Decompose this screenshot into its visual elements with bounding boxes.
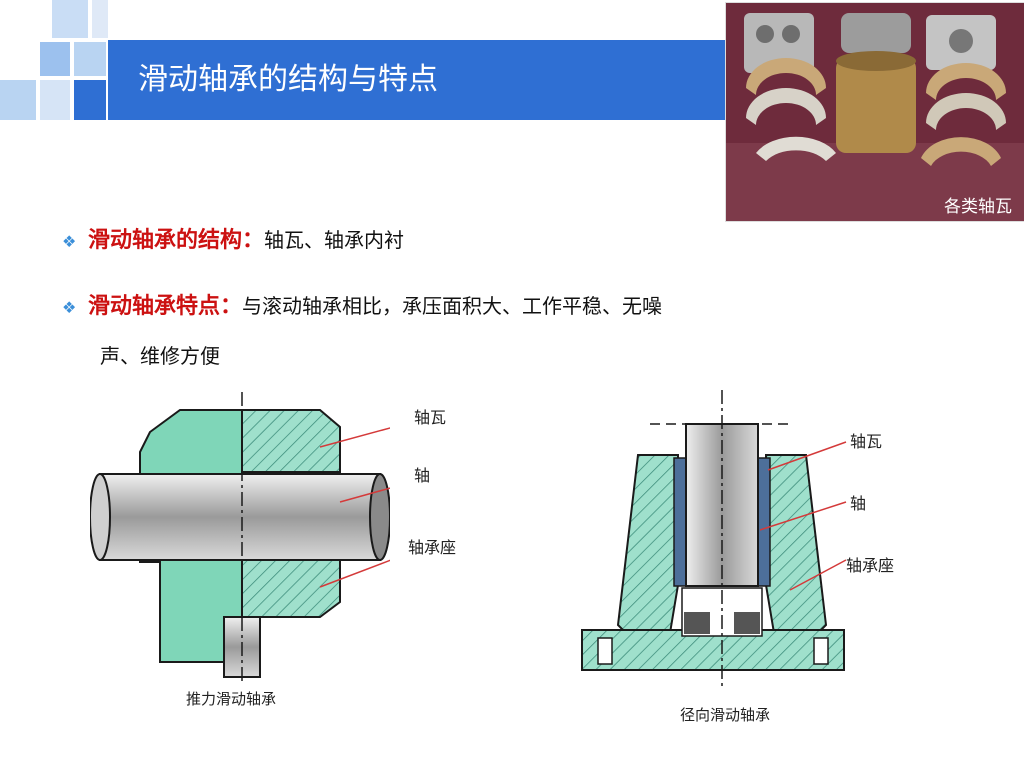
diamond-bullet-icon: ❖ [62,298,77,317]
bullet-body: 与滚动轴承相比，承压面积大、工作平稳、无噪 [242,294,663,318]
bullet-body-continuation: 声、维修方便 [100,344,220,368]
bearing-shells-illustration [726,3,1024,221]
right-label-housing: 轴承座 [846,556,895,575]
bullet-structure: ❖ 滑动轴承的结构：轴瓦、轴承内衬 [62,224,962,258]
bullet-body: 轴瓦、轴承内衬 [264,228,405,252]
left-diagram-caption: 推力滑动轴承 [186,690,277,708]
diamond-bullet-icon: ❖ [62,232,77,251]
right-label-bearing-shell: 轴瓦 [850,432,883,451]
bullet-label: 滑动轴承的结构： [88,228,265,253]
left-label-bearing-shell: 轴瓦 [414,408,447,427]
radial-bearing-diagram [581,390,847,686]
slide-title: 滑动轴承的结构与特点 [138,62,438,97]
decor-square [40,80,70,120]
left-label-shaft: 轴 [414,466,431,485]
decor-square [0,80,36,120]
bullet-label: 滑动轴承特点： [88,294,243,319]
decor-square [74,80,106,120]
decor-square [92,0,108,38]
left-label-housing: 轴承座 [408,538,457,557]
bearing-shells-photo: 各类轴瓦 [725,2,1024,222]
bullet-features: ❖ 滑动轴承特点：与滚动轴承相比，承压面积大、工作平稳、无噪 [62,290,962,324]
right-label-shaft: 轴 [850,494,867,513]
photo-caption: 各类轴瓦 [944,197,1012,217]
decor-square [40,42,70,76]
decor-square [52,0,88,38]
thrust-bearing-diagram [90,392,390,682]
decor-square [74,42,106,76]
right-diagram-caption: 径向滑动轴承 [680,706,771,724]
